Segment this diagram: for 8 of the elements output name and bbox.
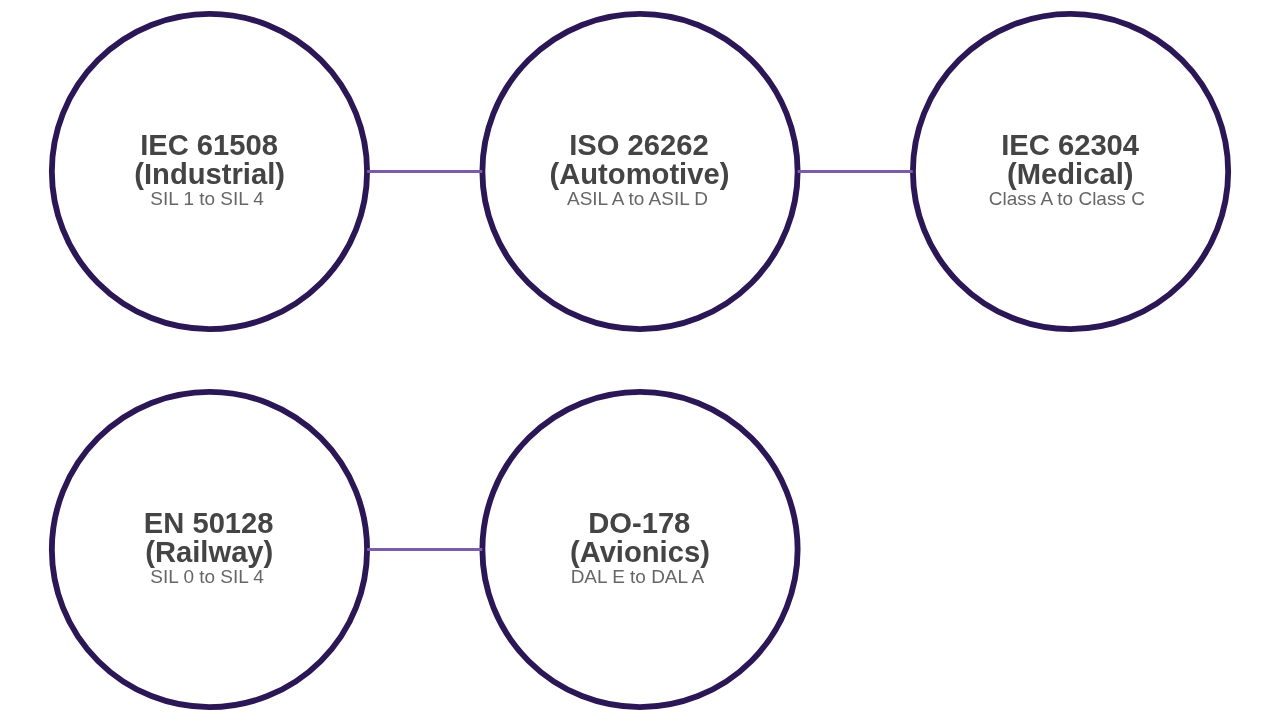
connector	[797, 170, 913, 173]
node-circle: ISO 26262 (Automotive) ASIL A to ASIL D	[479, 10, 801, 333]
connector	[367, 170, 483, 173]
node-circle: DO-178 (Avionics) DAL E to DAL A	[479, 388, 801, 711]
node-circle: IEC 61508 (Industrial) SIL 1 to SIL 4	[48, 10, 370, 333]
connector	[367, 548, 483, 551]
node-circle: IEC 62304 (Medical) Class A to Class C	[910, 10, 1232, 333]
node-circle: EN 50128 (Railway) SIL 0 to SIL 4	[48, 388, 370, 711]
